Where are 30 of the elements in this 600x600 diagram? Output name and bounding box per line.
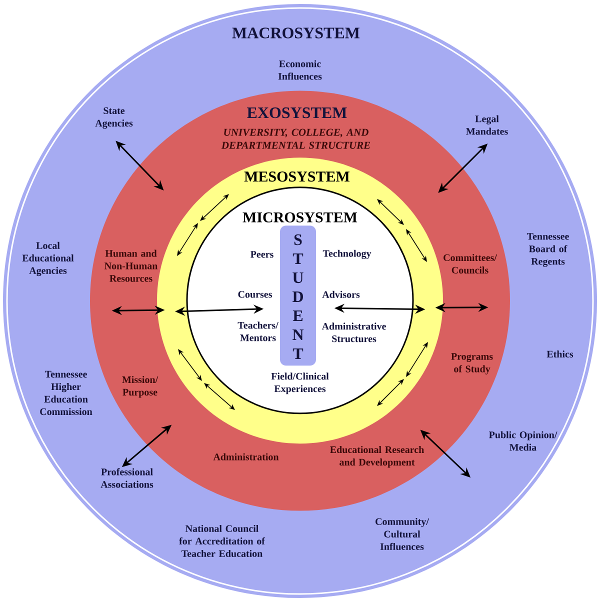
influence-label: Public Opinion/ Media bbox=[489, 431, 558, 451]
influence-label: Field/Clinical Experiences bbox=[271, 372, 329, 394]
influence-label: Administrative Structures bbox=[322, 322, 386, 342]
influence-label: Advisors bbox=[322, 290, 360, 298]
influence-label: Tennessee Higher Education Commission bbox=[40, 370, 92, 416]
influence-label: Economic Influences bbox=[278, 60, 322, 80]
influence-label: Local Educational Agencies bbox=[22, 242, 74, 276]
layer-title: MESOSYSTEM bbox=[244, 172, 350, 182]
influence-label: Professional Associations bbox=[100, 468, 154, 488]
influence-label: Programs of Study bbox=[451, 353, 493, 374]
influence-label: Administration bbox=[213, 453, 279, 460]
influence-label: Human and Non-Human Resources bbox=[104, 250, 158, 282]
influence-label: Legal Mandates bbox=[466, 115, 508, 135]
layer-title: MICROSYSTEM bbox=[242, 212, 358, 222]
layer-title: MACROSYSTEM bbox=[232, 28, 360, 38]
influence-label: Mission/ Purpose bbox=[122, 376, 158, 398]
influence-label: State Agencies bbox=[95, 107, 133, 129]
layer-subtitle: UNIVERSITY, COLLEGE, AND DEPARTMENTAL STRUCTURE bbox=[221, 128, 370, 149]
influence-label: National Council for Accreditation of Teacher Education bbox=[179, 524, 266, 558]
influence-label: Teachers/ Mentors bbox=[238, 322, 278, 342]
influence-label: Community/ Cultural Influences bbox=[376, 518, 430, 550]
influence-label: Courses bbox=[238, 291, 272, 298]
influence-label: Technology bbox=[322, 250, 372, 259]
student-label: STUDENT bbox=[292, 234, 304, 359]
influence-label: Committees/ Councils bbox=[444, 254, 498, 274]
influence-label: Ethics bbox=[546, 350, 574, 358]
influence-label: Educational Research and Development bbox=[330, 446, 424, 468]
influence-label: Peers bbox=[250, 251, 274, 258]
influence-label: Tennessee Board of Regents bbox=[526, 233, 569, 267]
layer-title: EXOSYSTEM bbox=[247, 107, 347, 118]
